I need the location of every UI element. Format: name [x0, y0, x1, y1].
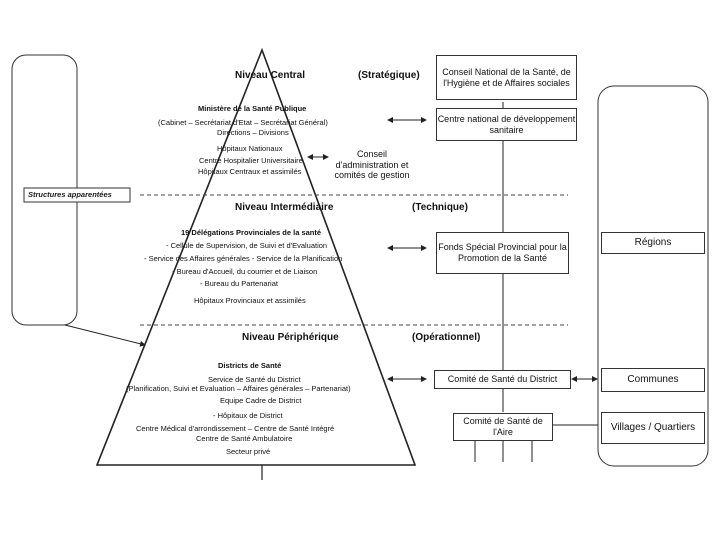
comite-district-label: Comité de Santé du District: [447, 374, 558, 385]
intermediaire-item: 19 Délégations Provinciales de la santé: [181, 228, 322, 237]
peripherique-item: (Planification, Suivi et Evaluation – Af…: [126, 384, 351, 393]
central-item: Hôpitaux Centraux et assimilés: [198, 167, 302, 176]
peripherique-item: Service de Santé du District: [208, 375, 301, 384]
pyramid-outline: [95, 47, 417, 466]
communes-label: Communes: [627, 374, 679, 385]
regions-label: Régions: [634, 237, 672, 248]
intermediaire-item: - Cellule de Supervision, de Suivi et d'…: [166, 241, 328, 250]
central-item: (Cabinet – Secrétariat d'Etat – Secrétar…: [158, 118, 328, 127]
central-item: Hôpitaux Nationaux: [217, 144, 283, 153]
peripherique-item: Equipe Cadre de District: [220, 396, 302, 405]
fonds-special-box: Fonds Spécial Provincial pour la Promoti…: [436, 232, 569, 274]
conseil-admin-box: Conseil d'administration et comités de g…: [331, 140, 413, 190]
centre-national-label: Centre national de développement sanitai…: [437, 113, 576, 135]
central-item: Centre Hospitalier Universitaire: [199, 156, 303, 165]
level-central-role: (Stratégique): [358, 70, 420, 81]
intermediaire-item: Hôpitaux Provinciaux et assimilés: [194, 296, 306, 305]
comite-district-box: Comité de Santé du District: [434, 370, 571, 389]
centre-national-box: Centre national de développement sanitai…: [436, 108, 577, 141]
level-intermediaire-role: (Technique): [412, 202, 468, 213]
communes-box: Communes: [601, 368, 705, 392]
level-intermediaire-name: Niveau Intermédiaire: [235, 202, 334, 213]
level-peripherique-role: (Opérationnel): [412, 332, 481, 343]
regions-box: Régions: [601, 232, 705, 254]
peripherique-item: Districts de Santé: [218, 361, 282, 370]
community-frame: [597, 85, 709, 467]
arrow-structures-to-pyramid: [64, 324, 146, 347]
structures-apparentees-label: Structures apparentées: [28, 190, 112, 199]
peripherique-item: - Hôpitaux de District: [213, 411, 283, 420]
villages-label: Villages / Quartiers: [610, 422, 696, 433]
level-peripherique-name: Niveau Périphérique: [242, 332, 339, 343]
peripherique-item: Secteur privé: [226, 447, 271, 456]
comite-aire-box: Comité de Santé de l'Aire: [453, 413, 553, 441]
level-central-name: Niveau Central: [235, 70, 306, 81]
fonds-special-label: Fonds Spécial Provincial pour la Promoti…: [438, 242, 567, 263]
intermediaire-item: - Bureau d'Accueil, du courrier et de Li…: [172, 267, 318, 276]
intermediaire-item: - Bureau du Partenariat: [200, 279, 278, 288]
conseil-admin-label: Conseil d'administration et comités de g…: [334, 148, 410, 181]
peripherique-item: Centre de Santé Ambulatoire: [196, 434, 293, 443]
comite-aire-label: Comité de Santé de l'Aire: [463, 416, 543, 437]
central-item: Directions – Divisions: [217, 128, 289, 137]
peripherique-item: Centre Médical d'arrondissement – Centre…: [136, 424, 335, 433]
villages-box: Villages / Quartiers: [601, 412, 705, 444]
conseil-national-label: Conseil National de la Santé, de l'Hygiè…: [442, 66, 571, 88]
central-item: Ministère de la Santé Publique: [198, 104, 307, 113]
intermediaire-item: - Service des Affaires générales - Servi…: [144, 254, 343, 263]
conseil-national-box: Conseil National de la Santé, de l'Hygiè…: [436, 55, 577, 100]
structures-apparentees-box: [23, 187, 131, 203]
